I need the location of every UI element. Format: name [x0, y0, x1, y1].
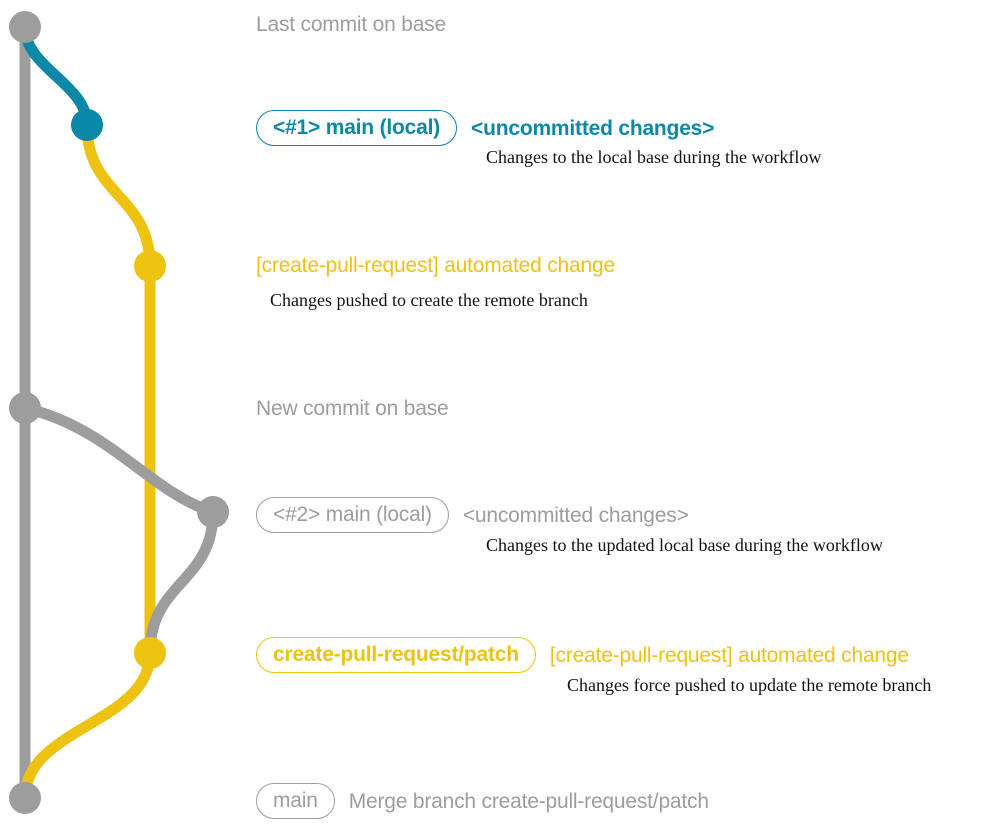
annotation-row-new-commit-on-base: New commit on base	[256, 397, 449, 420]
commit-node-patch-2[interactable]	[134, 637, 166, 669]
commit-node-patch-1[interactable]	[134, 250, 166, 282]
annotation-row-patch-commit-1: [create-pull-request] automated change	[256, 255, 615, 276]
branch-badge-local-commit-2[interactable]: <#2> main (local)	[256, 497, 449, 533]
annotation-row-patch-commit-2: create-pull-request/patch [create-pull-re…	[256, 637, 909, 673]
edge-local2-to-patch2	[144, 506, 219, 659]
commit-description-patch-commit-2: Changes force pushed to update the remot…	[567, 675, 932, 695]
commit-description-local-commit-1: Changes to the local base during the wor…	[486, 147, 822, 167]
edge-patch2-to-merge	[19, 647, 156, 804]
commit-node-base-merge[interactable]	[9, 782, 41, 814]
edge-basenew-to-local2	[19, 402, 219, 518]
commit-node-local-1[interactable]	[71, 109, 103, 141]
annotation-row-merge-commit: main Merge branch create-pull-request/pat…	[256, 783, 709, 819]
annotation-row-local-commit-1: <#1> main (local) <uncommitted changes>	[256, 110, 714, 146]
edge-base-to-local1	[19, 21, 93, 131]
branch-badge-merge-commit[interactable]: main	[256, 783, 335, 819]
commit-description-patch-commit-1: Changes pushed to create the remote bran…	[270, 290, 588, 310]
commit-message-patch-commit-1: [create-pull-request] automated change	[256, 254, 615, 277]
branch-badge-patch-commit-2[interactable]: create-pull-request/patch	[256, 637, 536, 673]
commit-label-new-commit-on-base: New commit on base	[256, 397, 449, 420]
commit-message-merge-commit: Merge branch create-pull-request/patch	[348, 789, 709, 813]
annotation-row-last-commit-on-base: Last commit on base	[256, 14, 446, 35]
commit-message-local-commit-2: <uncommitted changes>	[462, 503, 689, 527]
commit-node-base-last[interactable]	[9, 11, 41, 43]
commit-message-patch-commit-2: [create-pull-request] automated change	[549, 643, 909, 667]
annotation-row-local-commit-2: <#2> main (local) <uncommitted changes>	[256, 497, 689, 533]
commit-description-local-commit-2: Changes to the updated local base during…	[486, 535, 883, 555]
branch-badge-local-commit-1[interactable]: <#1> main (local)	[256, 110, 458, 146]
edge-local1-to-patch1	[81, 119, 156, 272]
graph-edges	[19, 21, 219, 804]
commit-message-local-commit-1: <uncommitted changes>	[471, 116, 715, 140]
commit-node-local-2[interactable]	[197, 496, 229, 528]
commit-label-last-commit-on-base: Last commit on base	[256, 13, 446, 36]
commit-node-base-new[interactable]	[9, 392, 41, 424]
graph-nodes	[9, 11, 229, 814]
